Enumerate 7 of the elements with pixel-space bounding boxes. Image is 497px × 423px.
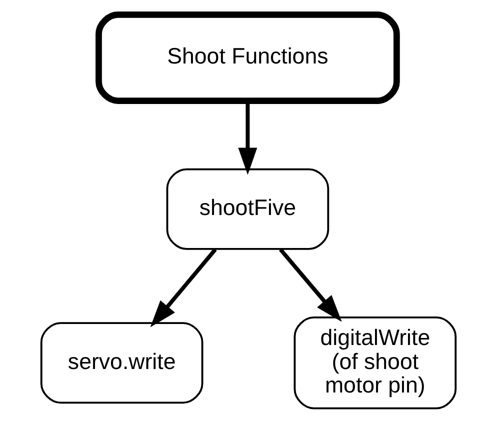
node-box: servo.write [40,322,204,404]
arrow [238,101,258,175]
node-box: shootFive [166,168,330,250]
node-box: Shoot Functions [96,12,400,104]
node-box: digitalWrite (of shoot motor pin) [294,316,457,410]
arrow [150,248,217,328]
arrow [279,248,342,322]
